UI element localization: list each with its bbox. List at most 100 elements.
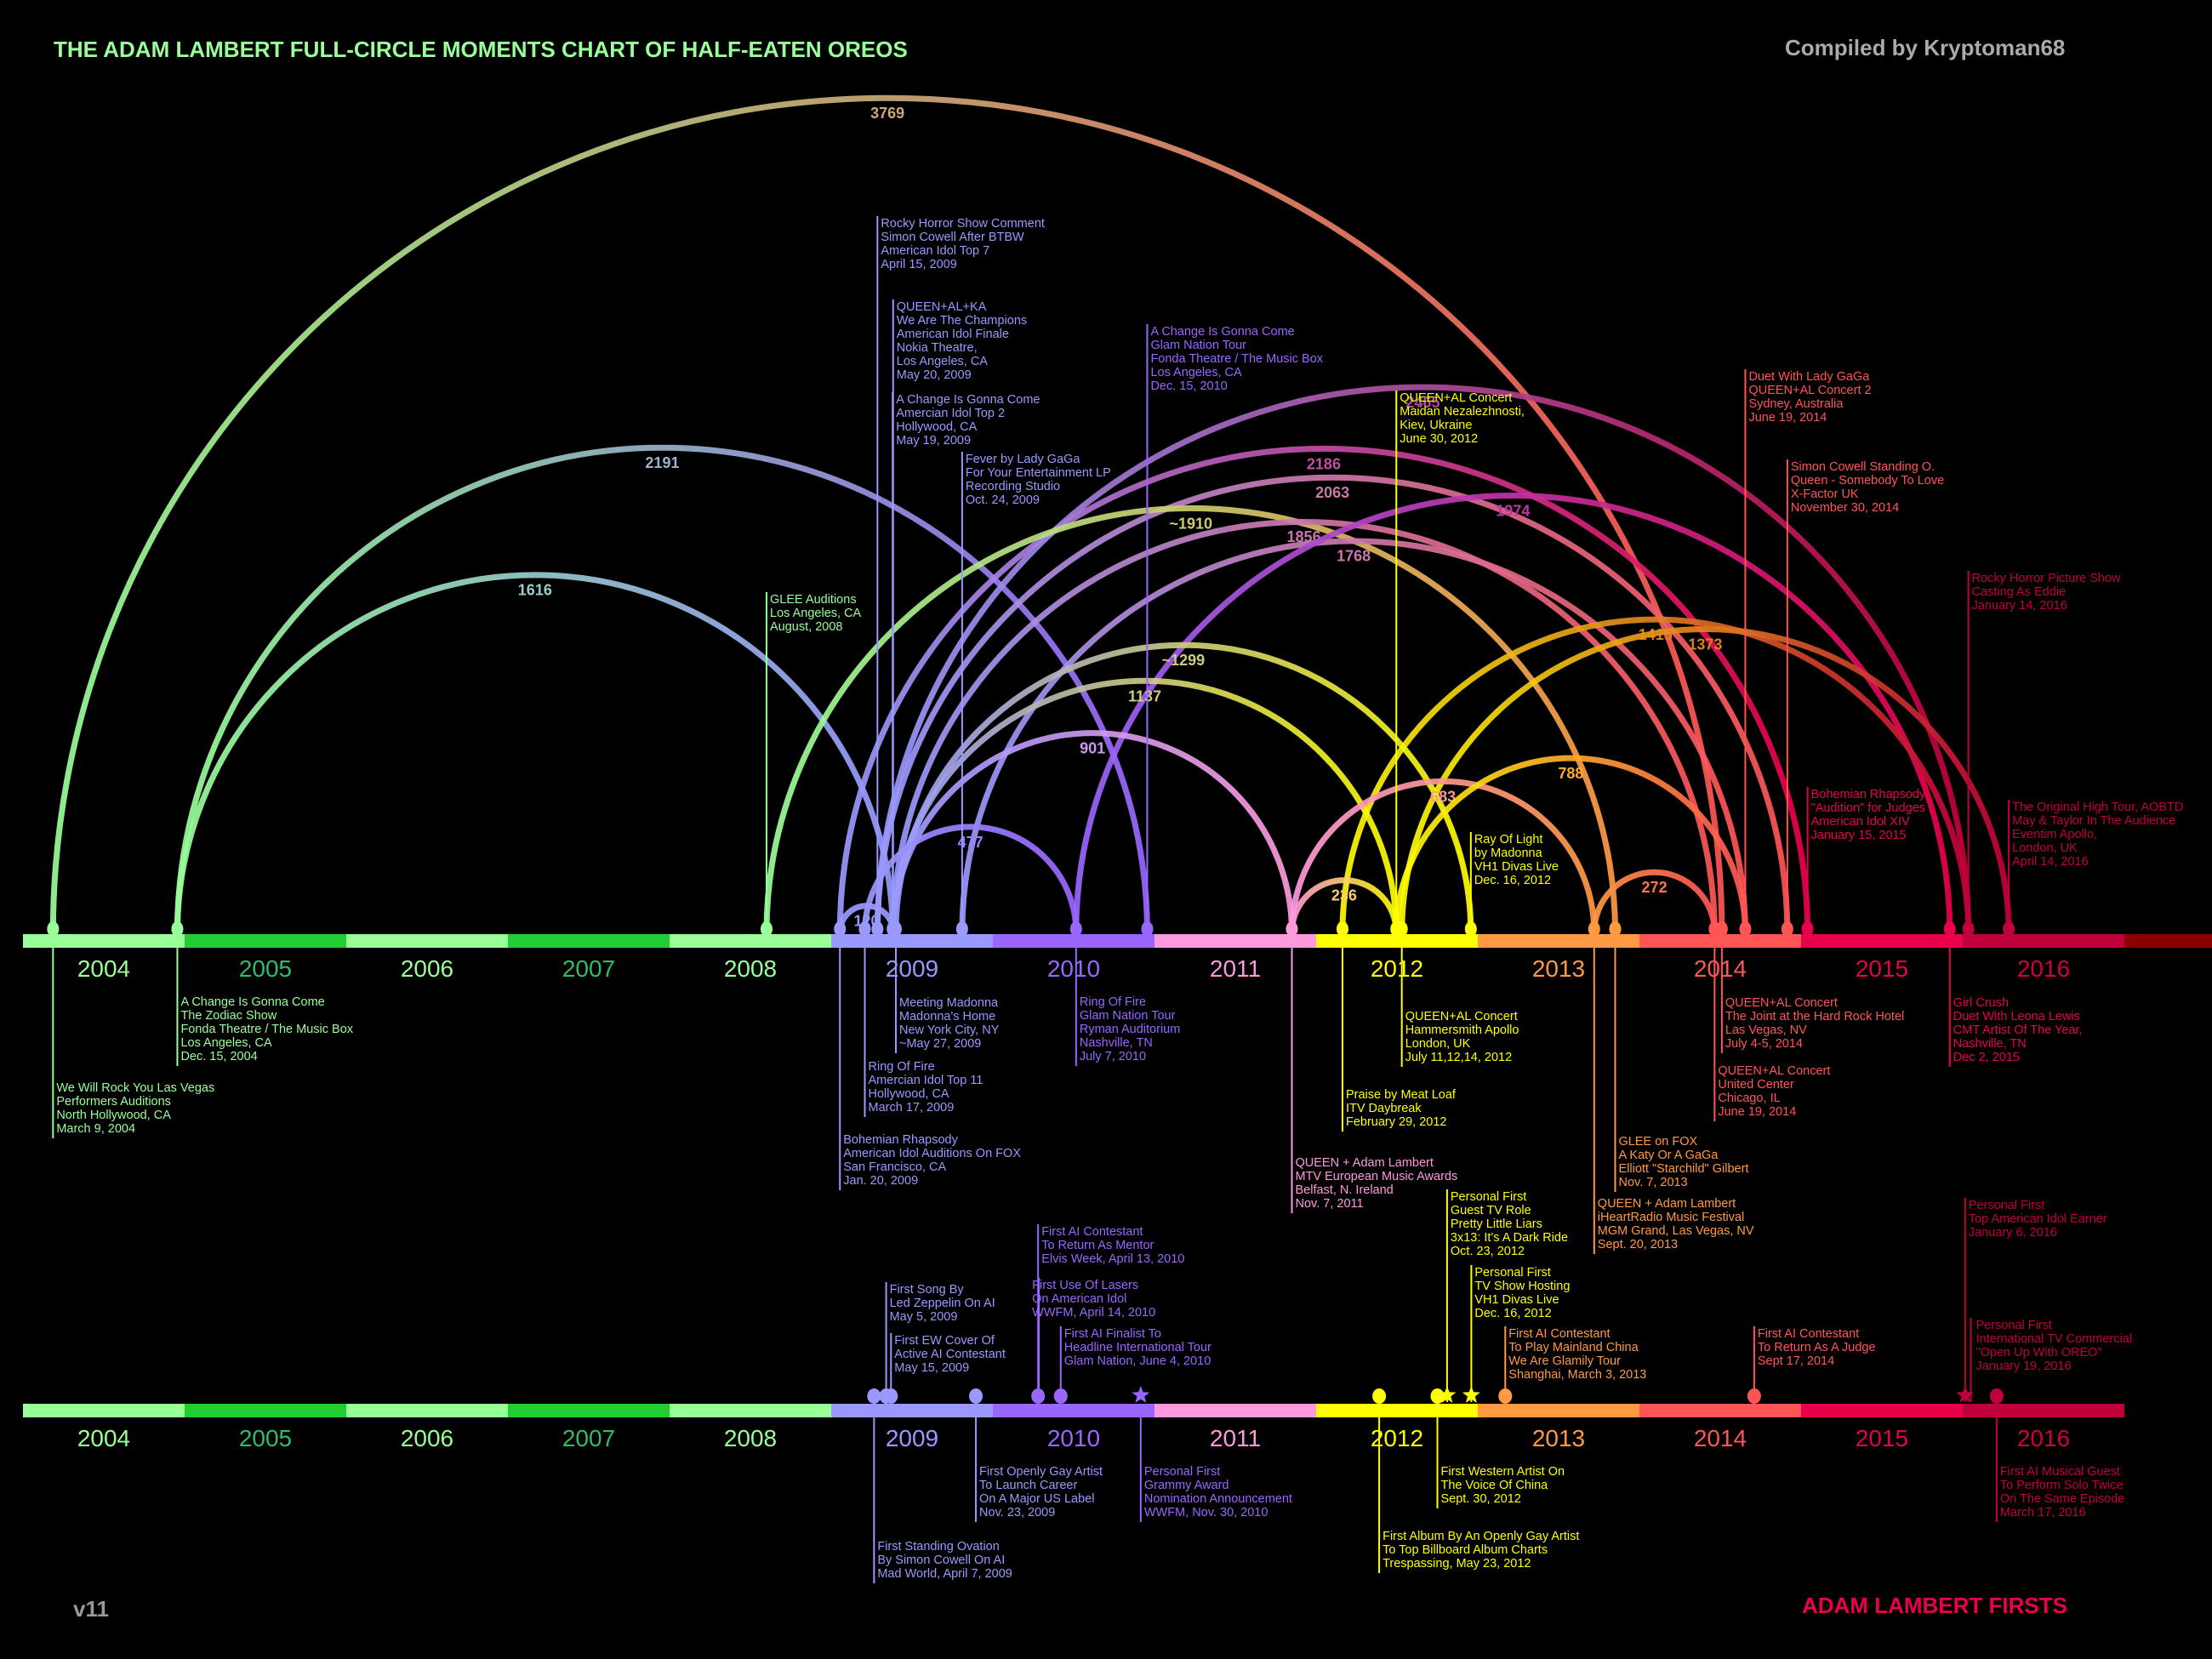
event-dot[interactable] xyxy=(1781,921,1793,937)
event-dot[interactable] xyxy=(834,921,847,937)
event-dot[interactable] xyxy=(1739,921,1752,937)
event-dot[interactable] xyxy=(871,921,884,937)
arc-label: 1137 xyxy=(1128,687,1161,704)
first-dot[interactable] xyxy=(1430,1388,1445,1404)
event-label-line: July 7, 2010 xyxy=(1080,1050,1146,1063)
first-dot[interactable] xyxy=(1053,1388,1068,1404)
year-segment xyxy=(831,1404,993,1417)
event-label-line: Los Angeles, CA xyxy=(180,1036,272,1050)
event-dot[interactable] xyxy=(1962,921,1975,937)
event-dot[interactable] xyxy=(1464,921,1477,937)
year-label: 2005 xyxy=(239,955,292,982)
event-label-line: Madonna's Home xyxy=(899,1010,995,1023)
first-dot[interactable] xyxy=(1989,1388,2004,1404)
event-label-line: Pretty Little Liars xyxy=(1451,1217,1542,1231)
event-dot[interactable] xyxy=(1395,921,1408,937)
event-marker[interactable]: Simon Cowell Standing O.Queen - Somebody… xyxy=(1781,459,1944,937)
event-label-line: MTV European Music Awards xyxy=(1296,1170,1458,1183)
event-dot[interactable] xyxy=(1943,921,1956,937)
event-dot[interactable] xyxy=(1715,921,1728,937)
arc xyxy=(49,94,1725,933)
event-dot[interactable] xyxy=(2003,921,2015,937)
event-label-line: First Western Artist On xyxy=(1441,1465,1565,1479)
year-segment xyxy=(1478,1404,1639,1417)
event-label-line: On American Idol xyxy=(1032,1292,1126,1306)
first-dot[interactable] xyxy=(1372,1388,1387,1404)
star-icon xyxy=(1132,1386,1150,1403)
event-label-line: Simon Cowell Standing O. xyxy=(1791,460,1935,474)
event-dot[interactable] xyxy=(890,921,902,937)
year-label: 2004 xyxy=(77,1425,130,1451)
event-dot[interactable] xyxy=(1286,921,1298,937)
event-dot[interactable] xyxy=(955,921,968,937)
year-segment-tail xyxy=(2124,934,2212,948)
first-dot[interactable] xyxy=(1747,1388,1761,1404)
first-dot[interactable] xyxy=(1498,1388,1513,1404)
event-label-line: July 11,12,14, 2012 xyxy=(1405,1051,1513,1064)
event-dot[interactable] xyxy=(1588,921,1600,937)
event-dot[interactable] xyxy=(1336,921,1348,937)
event-label-line: X-Factor UK xyxy=(1791,487,1859,501)
year-segment xyxy=(1801,1404,1963,1417)
event-dot[interactable] xyxy=(171,921,184,937)
event-dot[interactable] xyxy=(47,921,60,937)
event-dot[interactable] xyxy=(1801,921,1814,937)
event-label-line: Hollywood, CA xyxy=(896,420,977,434)
first-dot[interactable] xyxy=(867,1388,881,1404)
event-label-line: First EW Cover Of xyxy=(894,1334,995,1348)
event-dot[interactable] xyxy=(1141,921,1154,937)
first-dot[interactable] xyxy=(969,1388,983,1404)
event-marker[interactable]: Bohemian Rhapsody"Audition" for JudgesAm… xyxy=(1801,787,1926,937)
first-dot[interactable] xyxy=(884,1388,898,1404)
event-label-line: Jan. 20, 2009 xyxy=(843,1174,918,1188)
event-dot[interactable] xyxy=(1609,921,1622,937)
event-dot[interactable] xyxy=(761,921,772,937)
event-dot[interactable] xyxy=(1069,921,1082,937)
event-dot[interactable] xyxy=(858,921,871,937)
year-label: 2010 xyxy=(1047,1425,1100,1451)
event-label-line: Los Angeles, CA xyxy=(1150,366,1242,379)
